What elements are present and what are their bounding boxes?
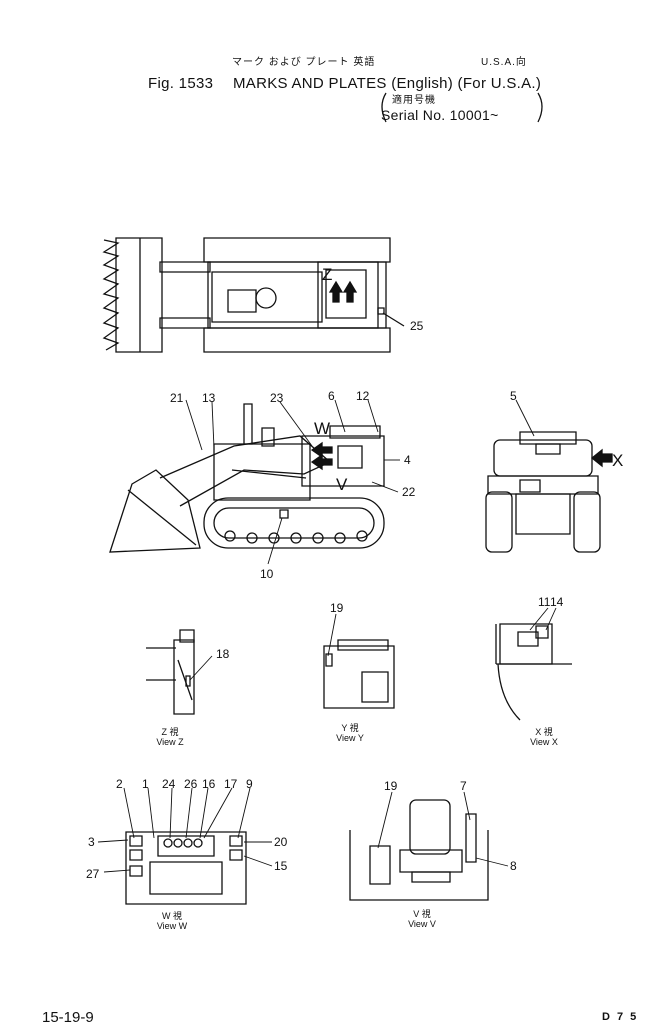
figure-number: Fig. 1533 [148,75,214,92]
callout-12: 12 [356,389,370,403]
callout-18: 18 [216,647,230,661]
callout-1: 1 [142,777,149,791]
callout-3: 3 [88,835,95,849]
view-w-en: View W [156,921,188,932]
view-z-detail [146,630,194,714]
view-w-detail [126,832,246,904]
arrow-letter-v: V [336,475,348,494]
jp-title: マーク および プレート 英語 [232,57,376,68]
top-view-machine [104,238,404,352]
callout-23: 23 [270,391,284,405]
view-v-label: V 視 View V [402,909,442,930]
callout-20: 20 [274,835,288,849]
view-y-jp: Y 視 [341,723,359,733]
view-y-en: View Y [336,733,364,744]
callout-10: 10 [260,567,274,581]
view-w-jp: W 視 [162,911,182,921]
callout-14: 14 [550,595,564,609]
view-x-en: View X [530,737,558,748]
view-z-jp: Z 視 [161,727,179,737]
view-v-jp: V 視 [413,909,431,919]
view-x-jp: X 視 [535,727,553,737]
callout-17: 17 [224,777,238,791]
callout-19-v: 19 [384,779,398,793]
callout-19: 19 [330,601,344,615]
callout-26: 26 [184,777,198,791]
callout-6: 6 [328,389,335,403]
arrow-letter-x: X [612,451,623,470]
view-w-label: W 視 View W [152,911,192,932]
jp-region: U.S.A.向 [481,57,527,68]
callout-25: 25 [410,319,424,333]
callout-13: 13 [202,391,216,405]
arrow-letter-z: Z [322,265,332,284]
view-y-label: Y 視 View Y [330,723,370,744]
callout-11: 11 [538,595,551,609]
callout-9: 9 [246,777,253,791]
jp-serial-label: 適用号機 [392,95,436,106]
callout-22: 22 [402,485,416,499]
callout-27: 27 [86,867,100,881]
callout-5: 5 [510,389,517,403]
view-z-en: View Z [156,737,184,748]
page-number: 15-19-9 [42,1009,94,1026]
callout-24: 24 [162,777,176,791]
model-code: D 7 5 [602,1011,639,1023]
view-x-label: X 視 View X [524,727,564,748]
view-v-detail [350,800,488,900]
view-v-en: View V [408,919,436,930]
front-view-machine [486,432,612,552]
callout-21: 21 [170,391,184,405]
arrow-letter-w: W [314,419,330,438]
callout-2: 2 [116,777,123,791]
side-view-machine [110,404,384,552]
view-x-detail [496,624,572,720]
callout-4: 4 [404,453,411,467]
serial-number: Serial No. 10001~ [381,107,499,123]
callout-7: 7 [460,779,467,793]
view-y-detail [324,640,394,708]
figure-title: MARKS AND PLATES (English) (For U.S.A.) [233,75,542,92]
callout-8: 8 [510,859,517,873]
view-z-label: Z 視 View Z [152,727,188,748]
callout-16: 16 [202,777,216,791]
callout-15: 15 [274,859,288,873]
